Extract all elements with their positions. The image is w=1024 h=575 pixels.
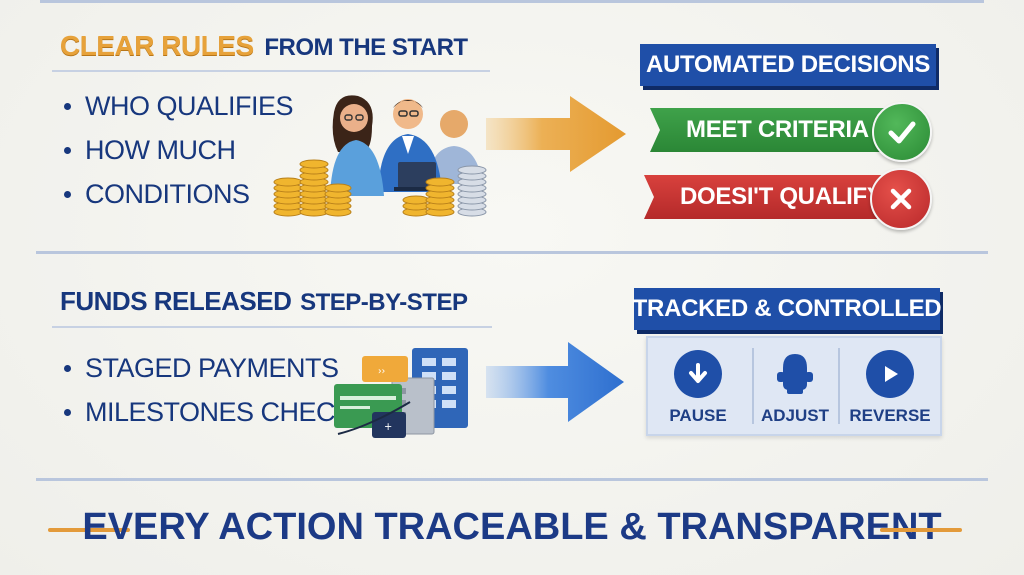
section1-title-rest: FROM THE START [264, 34, 468, 61]
section1-title-underline [52, 70, 490, 72]
section2-title-underline [52, 326, 492, 328]
control-divider [752, 348, 754, 424]
footer-right-dash [880, 528, 962, 532]
tracked-controlled-banner: TRACKED & CONTROLLED [633, 288, 942, 330]
section2-title-rest: STEP-BY-STEP [300, 289, 468, 316]
checkmark-icon [872, 102, 932, 162]
bullet-icon [64, 364, 71, 372]
middle-divider [36, 251, 988, 254]
section1-bullet-list: WHO QUALIFIES HOW MUCH CONDITIONS [64, 84, 294, 216]
pause-down-arrow-icon [674, 350, 722, 398]
bullet-icon [64, 408, 71, 416]
pause-control[interactable]: PAUSE [648, 338, 748, 434]
adjust-icon [773, 348, 817, 398]
reverse-play-icon [866, 350, 914, 398]
staged-payments-illustration: ›› + [334, 348, 468, 438]
svg-text:+: + [384, 420, 392, 433]
orange-arrow-icon [486, 96, 626, 172]
control-divider [838, 348, 840, 424]
bullet-icon [64, 190, 71, 198]
list-item: STAGED PAYMENTS [64, 346, 389, 390]
controls-panel: PAUSE ADJUST REVERSE [646, 336, 942, 436]
section1-title: CLEAR RULES FROM THE START [60, 30, 468, 62]
footer-left-dash [48, 528, 130, 532]
adjust-control[interactable]: ADJUST [748, 338, 842, 434]
people-with-coins-illustration [273, 95, 487, 217]
svg-text:››: ›› [378, 366, 385, 377]
list-item: CONDITIONS [64, 172, 293, 216]
footer-tagline: EVERY ACTION TRACEABLE & TRANSPARENT [82, 506, 942, 548]
bullet-icon [64, 146, 71, 154]
doesnt-qualify-ribbon: DOESI'T QUALIFY [644, 175, 890, 219]
meet-criteria-ribbon: MEET CRITERIA [650, 108, 890, 152]
section2-title: FUNDS RELEASED STEP-BY-STEP [60, 286, 468, 317]
bullet-icon [64, 102, 71, 110]
list-item: HOW MUCH [64, 128, 293, 172]
automated-decisions-banner: AUTOMATED DECISIONS [640, 44, 936, 86]
blue-arrow-icon [486, 342, 624, 422]
reverse-control[interactable]: REVERSE [840, 338, 940, 434]
section1-title-accent: CLEAR RULES [60, 30, 254, 61]
list-item: WHO QUALIFIES [64, 84, 294, 128]
section2-title-main: FUNDS RELEASED [60, 286, 292, 316]
close-icon [870, 168, 932, 230]
bottom-divider [36, 478, 988, 481]
top-divider [40, 0, 984, 3]
